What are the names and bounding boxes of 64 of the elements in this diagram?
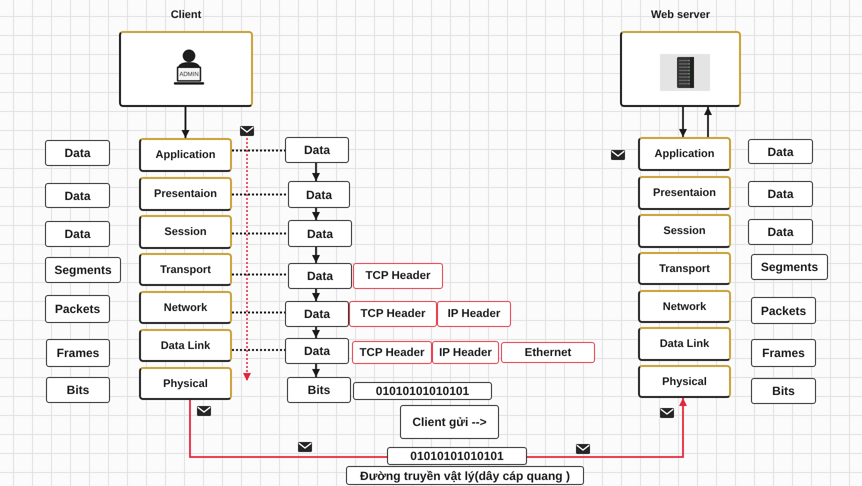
data-unit-box: Frames — [751, 339, 816, 367]
data-unit-box: Data — [748, 219, 813, 245]
header-box: IP Header — [437, 301, 511, 327]
arrow — [312, 327, 320, 338]
header-box: IP Header — [432, 341, 499, 364]
layer-box: Presentaion — [139, 177, 232, 211]
data-unit-box: Packets — [45, 295, 110, 323]
arrow — [312, 163, 320, 181]
data-unit-box: Frames — [46, 339, 110, 367]
layer-box: Physical — [139, 367, 232, 400]
data-unit-box: Data — [288, 220, 352, 247]
data-unit-box: Data — [288, 263, 352, 289]
arrow — [312, 208, 320, 220]
arrow — [312, 364, 320, 377]
dotted-line — [232, 232, 288, 234]
layer-box: Data Link — [638, 327, 731, 361]
header-box: TCP Header — [349, 301, 437, 327]
note-box: Client gửi --> — [400, 405, 499, 439]
header-box: TCP Header — [353, 263, 443, 289]
data-unit-box: Bits — [287, 377, 351, 403]
cable-line — [527, 398, 687, 458]
layer-box: Physical — [638, 365, 731, 398]
dotted-line — [232, 150, 285, 152]
arrow — [704, 107, 712, 137]
layer-box: Application — [139, 138, 232, 172]
data-unit-box: Data — [45, 140, 110, 166]
data-unit-box: Data — [748, 139, 813, 164]
data-unit-box: Data — [285, 301, 349, 327]
layer-box: Application — [638, 137, 731, 171]
layer-box: Network — [139, 291, 232, 324]
header-box: TCP Header — [352, 341, 432, 364]
data-unit-box: Data — [748, 181, 813, 207]
heading-label: Client — [170, 9, 202, 21]
cable-line — [189, 400, 387, 458]
data-unit-box: Data — [45, 221, 110, 247]
caption-box: Đường truyền vật lý(dây cáp quang ) — [346, 466, 584, 485]
header-box: Ethernet — [501, 342, 595, 363]
data-unit-box: Data — [45, 183, 110, 208]
layer-box: Session — [139, 215, 232, 249]
layer-box: Transport — [139, 253, 232, 286]
layer-box: Transport — [638, 252, 731, 285]
data-unit-box: Data — [285, 137, 349, 163]
arrow — [182, 107, 190, 138]
layer-box: Presentaion — [638, 176, 731, 210]
data-unit-box: Data — [285, 338, 349, 364]
heading-label: Web server — [650, 9, 710, 21]
dotted-line — [232, 194, 288, 196]
data-unit-box: Bits — [46, 377, 110, 403]
dotted-line — [232, 349, 285, 351]
data-unit-box: Data — [288, 181, 350, 208]
data-unit-box: Packets — [751, 297, 816, 324]
arrow — [312, 289, 320, 301]
arrow — [312, 247, 320, 263]
layer-box: Session — [638, 214, 731, 248]
dotted-line — [232, 274, 288, 276]
arrow — [679, 107, 687, 137]
data-unit-box: Segments — [45, 257, 121, 283]
data-unit-box: Bits — [751, 378, 816, 404]
dotted-line — [232, 312, 285, 314]
data-unit-box: Segments — [751, 254, 828, 280]
layer-box: Data Link — [139, 329, 232, 362]
bit-string-box: 01010101010101 — [387, 447, 527, 465]
layer-box: Network — [638, 290, 731, 323]
bit-string-box: 01010101010101 — [353, 382, 492, 400]
